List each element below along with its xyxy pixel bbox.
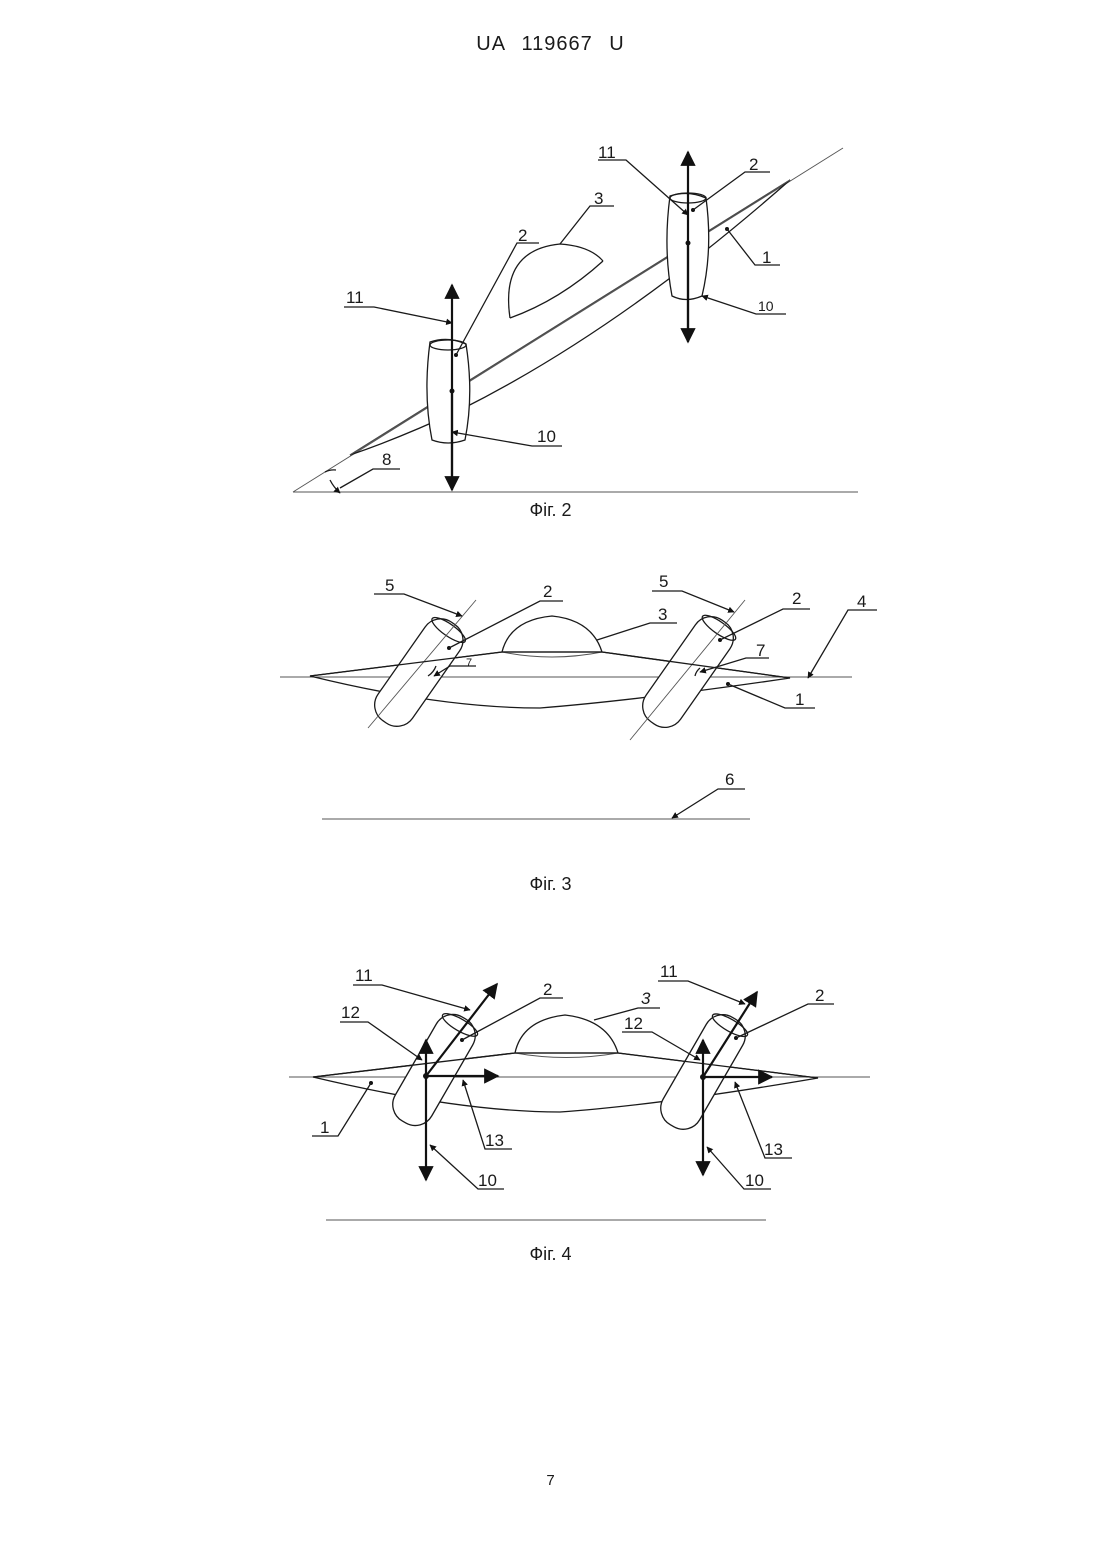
cabin-dome: [515, 1015, 618, 1053]
label-10-left: 10: [537, 427, 556, 446]
label-2-left: 2: [518, 226, 527, 245]
label-13-right: 13: [764, 1140, 783, 1159]
left-engine-nacelle: [367, 611, 470, 733]
leader-11-left: [344, 307, 452, 323]
label-3: 3: [641, 989, 651, 1008]
label-10-left: 10: [478, 1171, 497, 1190]
leader-3: [597, 623, 677, 640]
figure-3-caption: Фіг. 3: [0, 874, 1101, 895]
leader-2-left: [456, 243, 539, 355]
cabin-dome: [502, 616, 602, 652]
figure-3: 5 2 3 5 2 4 7 7 1 6: [280, 572, 877, 819]
label-5-right: 5: [659, 572, 668, 591]
label-11-right: 11: [660, 962, 678, 981]
label-5-left: 5: [385, 576, 394, 595]
label-7-right: 7: [756, 641, 765, 660]
left-engine-center-dot: [450, 389, 455, 394]
left-engine-nacelle: [386, 1008, 482, 1133]
label-6: 6: [725, 770, 734, 789]
leader-11-left: [353, 985, 470, 1010]
leader-2-right: [736, 1004, 834, 1038]
right-engine-center-dot: [686, 241, 691, 246]
page-number: 7: [0, 1472, 1101, 1489]
label-2-right: 2: [815, 986, 824, 1005]
leader-11-right: [658, 981, 745, 1004]
left-engine: [367, 611, 470, 733]
figure-2-caption: Фіг. 2: [0, 500, 1101, 521]
label-7-left: 7: [466, 657, 472, 669]
cabin-dome-base: [510, 261, 603, 318]
label-1: 1: [762, 248, 771, 267]
leader-4: [808, 610, 877, 678]
label-12-right: 12: [624, 1014, 643, 1033]
craft-body-edge: [313, 1053, 818, 1078]
label-12-left: 12: [341, 1003, 360, 1022]
craft-body: [313, 1053, 818, 1112]
label-2-right: 2: [792, 589, 801, 608]
figure-2: 11 2 3 2 1 11 10 10 8: [293, 143, 858, 493]
angle-arc: [325, 470, 336, 472]
right-engine: [635, 609, 741, 735]
cabin-dome-base: [502, 652, 602, 657]
figure-4: 11 12 2 3 11 2 12 1 13 13 10 10: [289, 962, 870, 1220]
body-chord-line: [350, 180, 790, 455]
angle-8-arrow: [330, 480, 340, 493]
left-engine-axis: [368, 600, 476, 728]
label-11-right: 11: [598, 143, 616, 162]
leader-5-left: [374, 594, 462, 616]
label-10-right: 10: [758, 298, 774, 314]
label-8: 8: [382, 450, 391, 469]
leader-12-left: [340, 1022, 422, 1060]
label-11-left: 11: [355, 966, 373, 985]
label-2-left: 2: [543, 582, 552, 601]
left-engine-nacelle: [427, 339, 470, 443]
leader-1: [727, 229, 780, 265]
right-force-origin: [700, 1074, 706, 1080]
label-3: 3: [658, 605, 667, 624]
leader-6: [672, 789, 745, 818]
label-1: 1: [795, 690, 804, 709]
incline-axis-line: [293, 148, 843, 492]
label-4: 4: [857, 592, 866, 611]
label-2-right: 2: [749, 155, 758, 174]
label-11-left: 11: [346, 288, 364, 307]
cabin-dome-base: [515, 1053, 618, 1058]
leader-8: [340, 469, 400, 488]
right-engine-nacelle: [635, 609, 741, 735]
figure-4-caption: Фіг. 4: [0, 1244, 1101, 1265]
label-1: 1: [320, 1118, 329, 1137]
label-3: 3: [594, 189, 603, 208]
left-force-origin: [423, 1073, 429, 1079]
label-13-left: 13: [485, 1131, 504, 1150]
left-engine: [386, 1008, 482, 1133]
leader-3: [560, 206, 614, 244]
label-2-left: 2: [543, 980, 552, 999]
label-10-right: 10: [745, 1171, 764, 1190]
